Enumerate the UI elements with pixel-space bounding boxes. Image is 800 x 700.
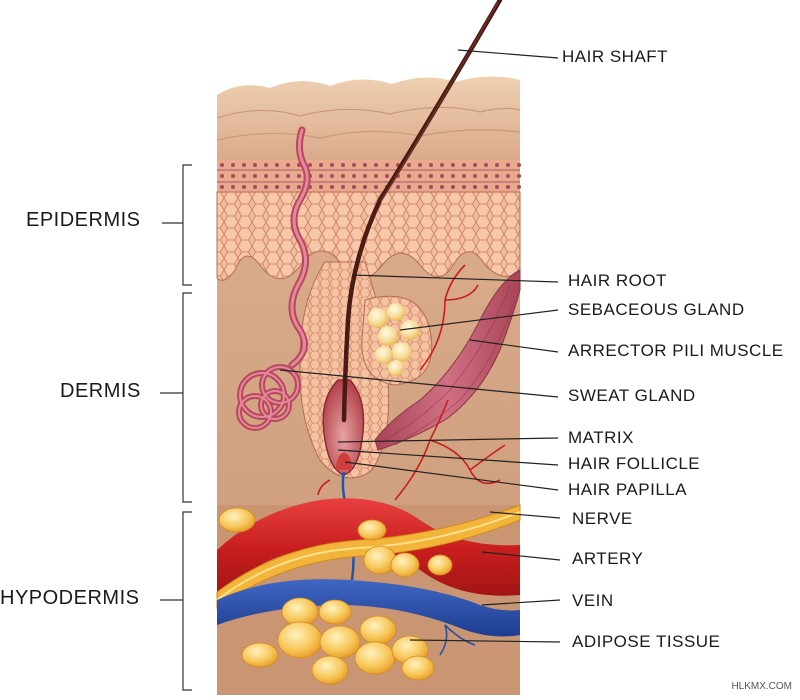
layer-label-dermis: DERMIS xyxy=(60,380,141,402)
fat-cell xyxy=(218,507,256,533)
label-hair-follicle: HAIR FOLLICLE xyxy=(568,454,701,473)
label-adipose-tissue: ADIPOSE TISSUE xyxy=(572,632,721,651)
label-sweat-gland: SWEAT GLAND xyxy=(568,386,696,405)
label-hair-papilla: HAIR PAPILLA xyxy=(568,480,688,499)
leader-lines xyxy=(279,49,561,643)
fat-cell xyxy=(318,599,352,625)
label-nerve: NERVE xyxy=(572,509,633,528)
fat-cell xyxy=(359,615,397,645)
vein xyxy=(217,579,520,637)
label-hair-root: HAIR ROOT xyxy=(568,271,667,290)
label-matrix: MATRIX xyxy=(568,428,634,447)
label-hair-shaft: HAIR SHAFT xyxy=(562,47,669,66)
watermark: HLKMX.COM xyxy=(731,681,792,692)
stratum-dots xyxy=(220,163,521,189)
fat-cell xyxy=(401,655,435,681)
adipose-cells xyxy=(218,507,453,685)
label-vein: VEIN xyxy=(572,591,614,610)
fat-cell xyxy=(427,554,453,576)
layer-brackets xyxy=(160,164,192,691)
layer-label-hypodermis: HYPODERMIS xyxy=(0,587,140,609)
label-arrector-pili-muscle: ARRECTOR PILI MUSCLE xyxy=(568,341,784,360)
fat-cell xyxy=(241,642,279,668)
skin-surface xyxy=(217,76,520,165)
fat-cell xyxy=(363,545,397,575)
fat-cell xyxy=(354,641,396,675)
fat-cell xyxy=(357,519,387,541)
fat-cell xyxy=(319,625,361,659)
label-artery: ARTERY xyxy=(572,549,644,568)
hair-papilla xyxy=(336,452,352,470)
sebaceous-gland xyxy=(361,295,433,386)
fat-cell xyxy=(277,621,323,659)
fat-cell xyxy=(390,552,420,578)
nerve xyxy=(216,504,521,609)
layer-label-epidermis: EPIDERMIS xyxy=(26,209,141,231)
fat-cell xyxy=(311,655,349,685)
label-sebaceous-gland: SEBACEOUS GLAND xyxy=(568,300,745,319)
